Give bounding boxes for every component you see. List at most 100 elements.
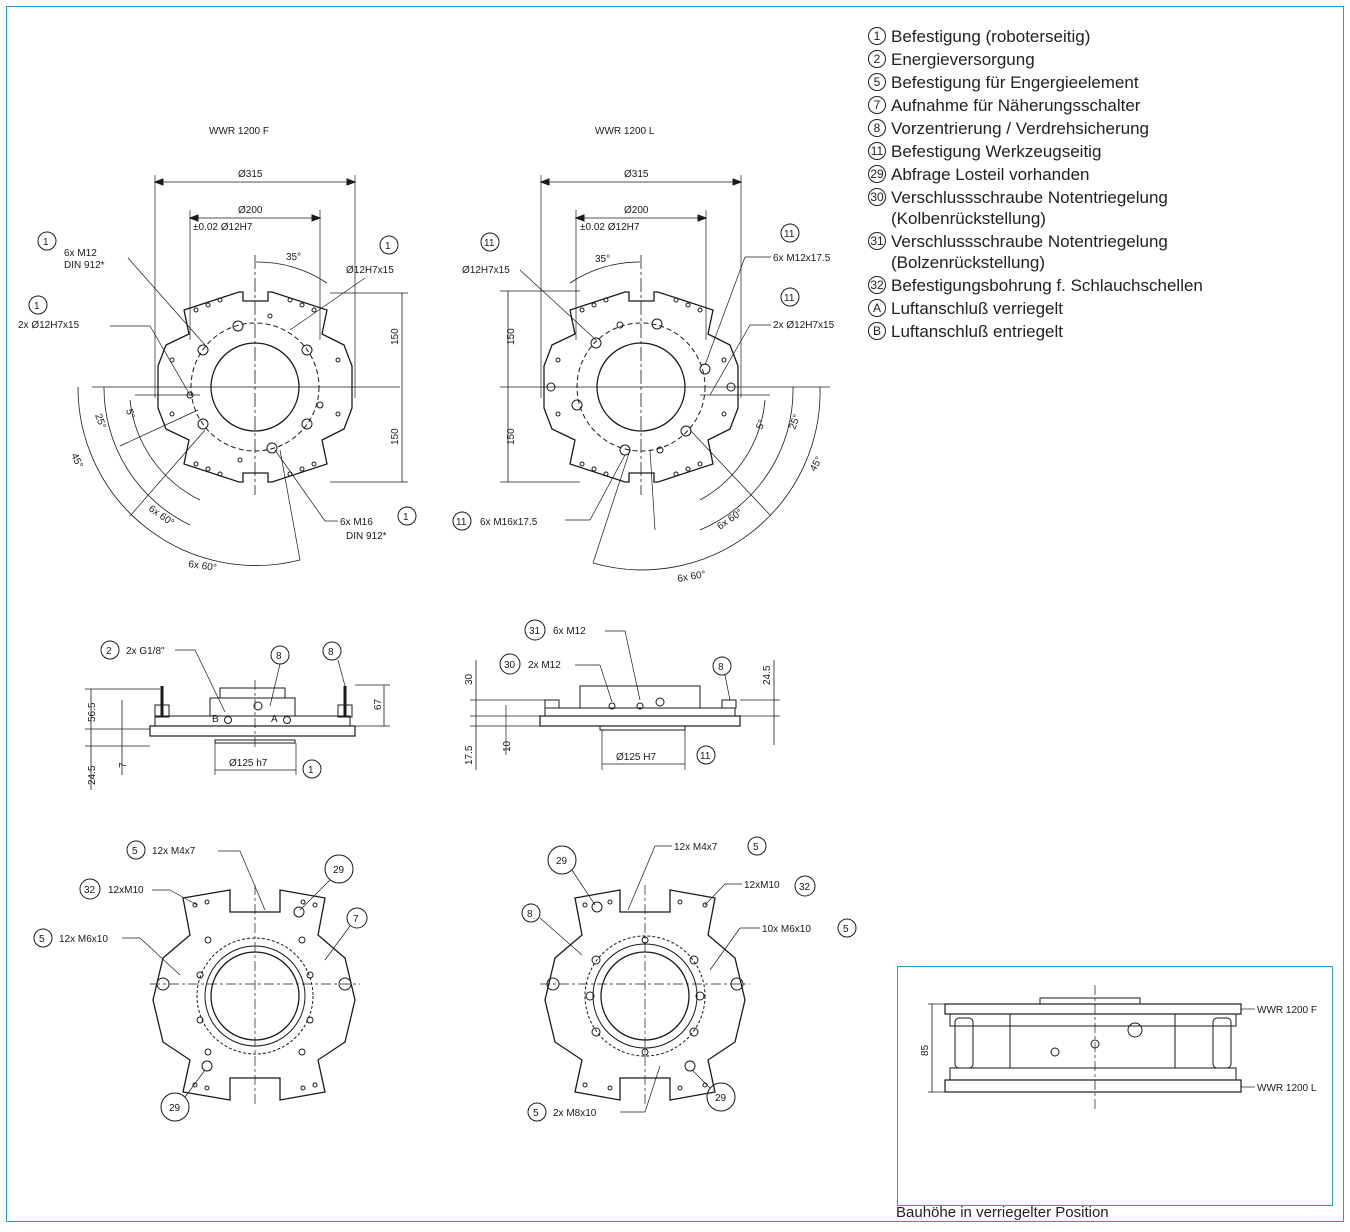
callout-l-5b: 5 [843,924,849,935]
label-l-6xm12: 6x M12 [553,626,586,637]
legend-item: B Luftanschluß entriegelt [868,321,1298,342]
callout-f-5a: 5 [132,846,138,857]
dim-l-25: 25° [787,413,803,431]
dim-f-150b: 150 [390,428,401,445]
legend-symbol: 5 [868,73,886,91]
inset-caption: Bauhöhe in verriegelter Position [896,1204,1109,1221]
label-f-m16: 6x M16 [340,517,373,528]
legend-text: Befestigungsbohrung f. Schlauchschellen [891,276,1203,295]
inset-label-l: WWR 1200 L [1257,1083,1317,1094]
callout-l-11d: 11 [456,517,467,528]
legend-symbol: A [868,299,886,317]
dim-l-200-tol: ±0.02 Ø12H7 [580,222,640,233]
dim-l-150a: 150 [506,328,517,345]
callout-f-1e: 1 [308,765,314,776]
label-f-g18: 2x G1/8" [126,646,165,657]
dim-l-6x60a: 6x 60° [715,507,745,532]
callout-l-11a: 11 [484,238,495,249]
label-f-B: B [212,714,219,725]
legend-text: Befestigung Werkzeugseitig [891,142,1102,161]
dim-l-200: Ø200 [624,205,649,216]
view-l-title: WWR 1200 L [595,126,655,137]
view-l-side: 30 10 17.5 24.5 Ø125 H7 11 31 6x M12 30 … [464,619,780,770]
callout-l-8: 8 [527,909,533,920]
label-f-2x12h7: 2x Ø12H7x15 [18,320,80,331]
inset-label-f: WWR 1200 F [1257,1005,1317,1016]
drawing-frame [6,6,1344,1222]
label-l-m16: 6x M16x17.5 [480,517,538,528]
callout-l-30: 30 [504,660,516,671]
dim-l-150b: 150 [506,428,517,445]
legend-item: 1 Befestigung (roboterseitig) [868,26,1298,47]
dim-l-45: 45° [808,455,825,474]
callout-l-8: 8 [718,662,724,673]
legend-symbol: 30 [868,188,886,206]
label-l-2xm12: 2x M12 [528,660,561,671]
label-f-A: A [271,714,278,725]
callout-f-32: 32 [84,885,96,896]
dim-l-245: 24.5 [762,665,773,685]
dim-l-315: Ø315 [624,169,649,180]
callout-l-32: 32 [799,882,811,893]
callout-f-1c: 1 [385,241,391,252]
inset-drawing: 85 WWR 1200 F WWR 1200 L [920,985,1317,1110]
legend-symbol: 1 [868,27,886,45]
callout-l-11e: 11 [700,751,711,762]
callout-f-29b: 29 [169,1103,181,1114]
callout-l-11b: 11 [784,229,795,240]
inset-box [897,966,1333,1206]
view-f-side: B A 56.5 24.5 7 67 Ø125 h7 1 2 2x G1/8" … [85,640,390,790]
label-f-12m10: 12xM10 [108,885,144,896]
label-l-2m8: 2x M8x10 [553,1108,597,1119]
legend-text: Abfrage Losteil vorhanden [891,165,1090,184]
dim-l-6x60b: 6x 60° [677,569,707,585]
callout-l-5a: 5 [753,842,759,853]
dim-f-45: 45° [68,452,84,470]
legend-item: 30 Verschlussschraube Notentriegelung (Ko… [868,187,1298,229]
legend-text: Vorzentrierung / Verdrehsicherung [891,119,1149,138]
view-l-top: WWR 1200 L Ø315 Ø200 ±0.02 Ø12H7 3 [452,126,835,585]
dim-f-565: 56.5 [87,702,98,722]
label-f-din912b: DIN 912* [346,531,387,542]
dim-l-175: 17.5 [464,745,475,765]
dim-l-125H7: Ø125 H7 [616,752,656,763]
dim-f-150a: 150 [390,328,401,345]
legend-text: Befestigung (roboterseitig) [891,27,1091,46]
view-f-title: WWR 1200 F [209,126,269,137]
dim-l-35: 35° [595,254,610,265]
legend-symbol: 31 [868,232,886,250]
dim-f-200-tol: ±0.02 Ø12H7 [193,222,253,233]
callout-f-1d: 1 [403,512,409,523]
legend-symbol: 8 [868,119,886,137]
dim-f-315: Ø315 [238,169,263,180]
dim-f-7: 7 [118,762,129,768]
label-f-din912: DIN 912* [64,260,105,271]
callout-f-1b: 1 [34,301,40,312]
label-l-12m10: 12xM10 [744,880,780,891]
dim-l-10: 10 [502,740,513,752]
legend-text: Verschlussschraube Notentriegelung (Kolb… [891,188,1168,228]
legend-symbol: B [868,322,886,340]
callout-f-8b: 8 [328,647,334,658]
label-f-12h7: Ø12H7x15 [346,265,394,276]
label-f-m12: 6x M12 [64,248,97,259]
callout-l-5c: 5 [533,1108,539,1119]
dim-f-67: 67 [373,698,384,710]
callout-f-1a: 1 [43,237,49,248]
label-f-12m6: 12x M6x10 [59,934,108,945]
dim-f-25: 25° [92,412,108,430]
label-l-12h7: Ø12H7x15 [462,265,510,276]
legend-text: Luftanschluß entriegelt [891,322,1063,341]
dim-f-245: 24.5 [87,765,98,785]
legend-symbol: 11 [868,142,886,160]
legend-text: Energieversorgung [891,50,1035,69]
dim-f-35: 35° [286,252,301,263]
view-f-bottom: 5 12x M4x7 32 12xM10 5 12x M6x10 29 7 29 [33,840,368,1122]
